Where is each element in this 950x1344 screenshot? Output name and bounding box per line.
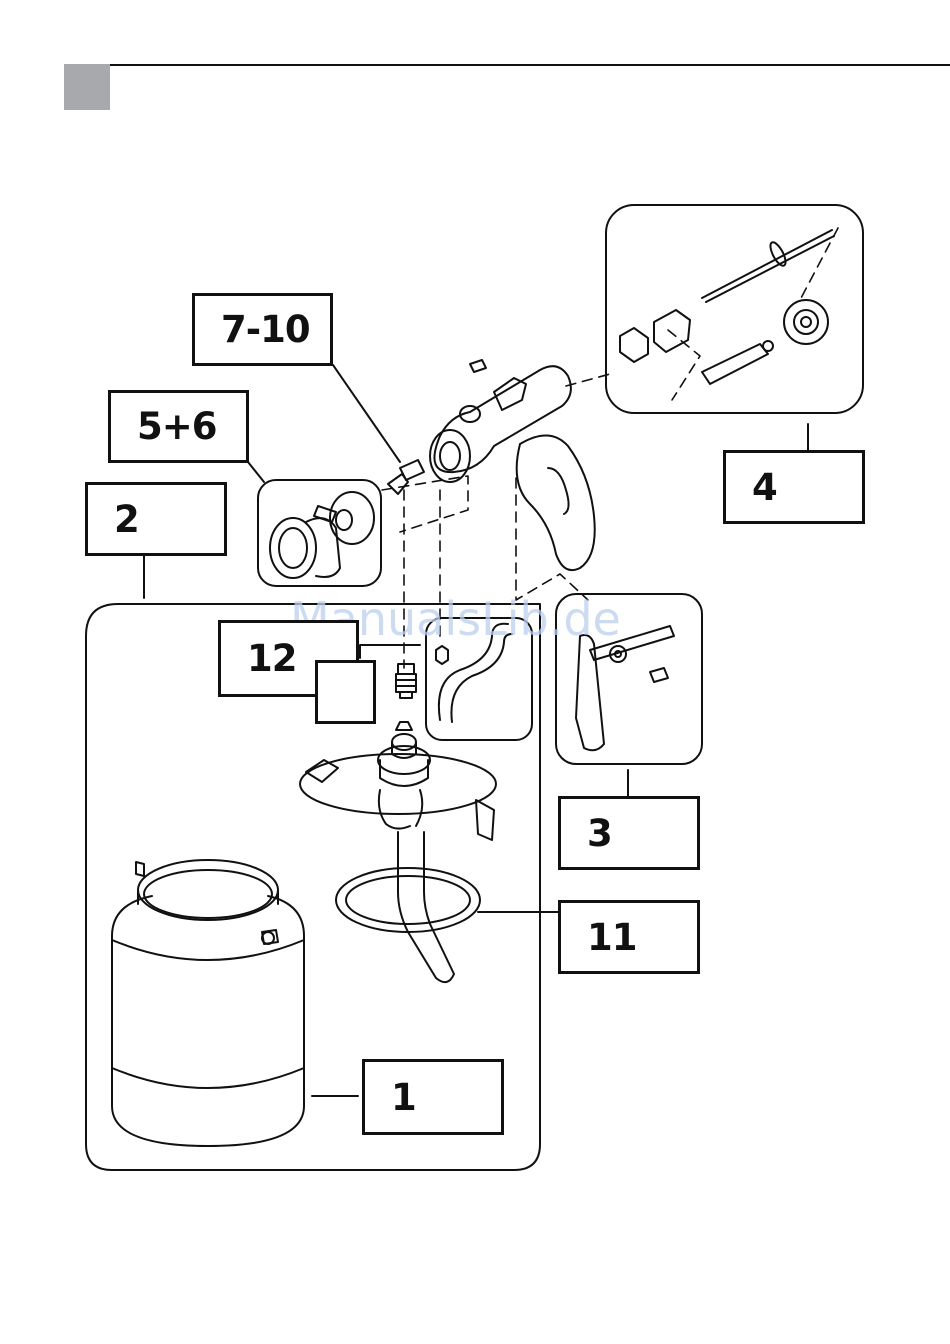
needle-assembly-panel <box>606 205 863 413</box>
paint-container <box>112 860 304 1146</box>
label-12-sub-box <box>315 660 376 724</box>
air-cap-panel <box>258 480 381 586</box>
label-2: 2 <box>85 482 227 556</box>
spray-gun-body <box>388 360 595 570</box>
label-5-6: 5+6 <box>108 390 249 463</box>
leader-lines <box>144 365 808 1096</box>
label-7-10: 7-10 <box>192 293 333 366</box>
nozzle-part <box>396 664 416 698</box>
label-11: 11 <box>558 900 700 974</box>
label-3: 3 <box>558 796 700 870</box>
container-lid <box>300 722 496 982</box>
label-1: 1 <box>362 1059 504 1135</box>
label-4: 4 <box>723 450 865 524</box>
